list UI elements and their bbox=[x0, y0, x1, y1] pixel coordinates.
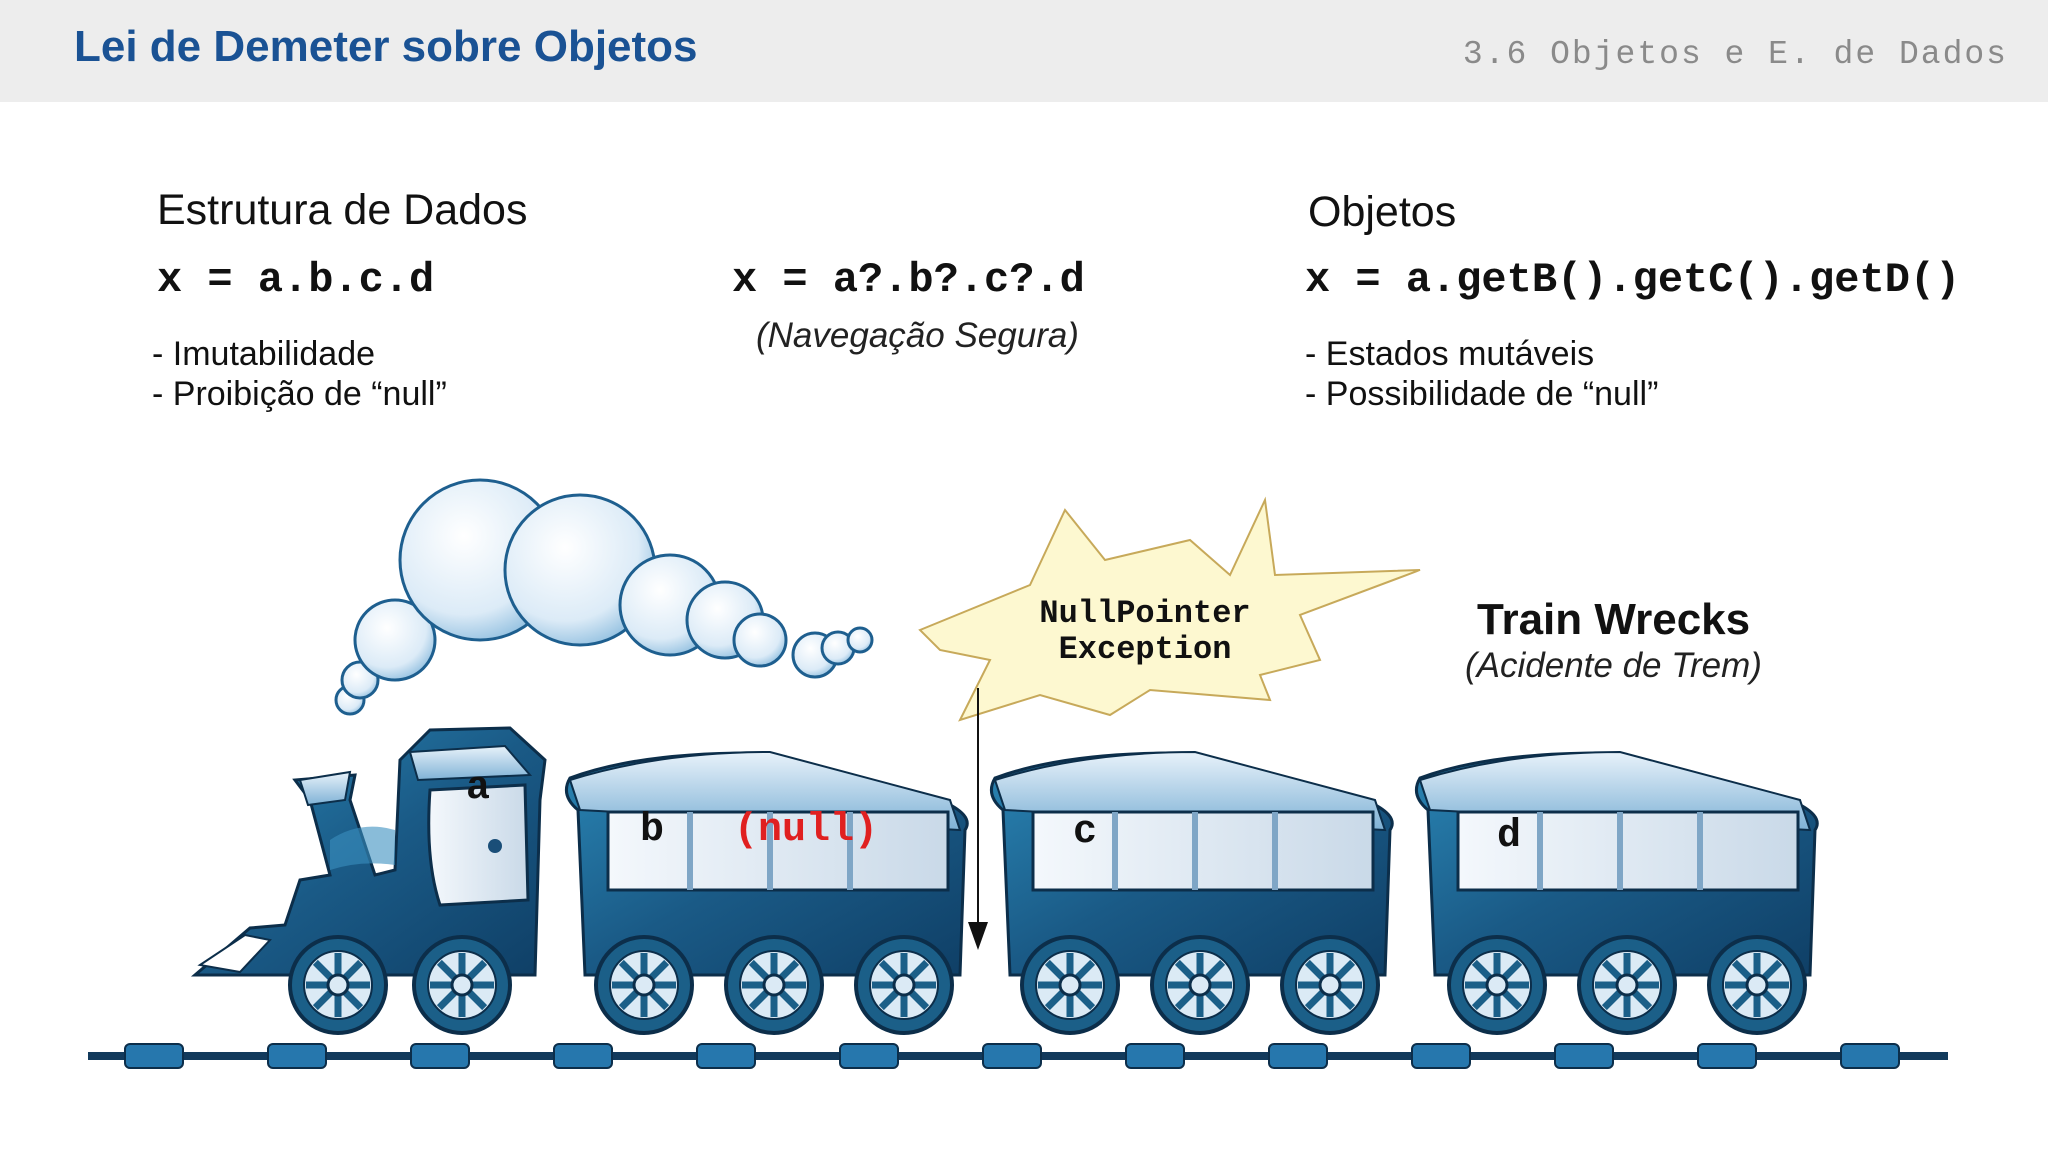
car-label-d: d bbox=[1497, 814, 1522, 859]
wheel bbox=[1280, 935, 1380, 1035]
car-label-null: (null) bbox=[734, 808, 879, 853]
objects-heading: Objetos bbox=[1308, 188, 1457, 236]
rail-ties bbox=[124, 1043, 1900, 1069]
wheel bbox=[1020, 935, 1120, 1035]
objects-bullet-1: - Estados mutáveis bbox=[1305, 335, 1595, 373]
rail-tie bbox=[1268, 1043, 1328, 1069]
train-wrecks-title: Train Wrecks bbox=[1477, 595, 1751, 644]
wheel bbox=[854, 935, 954, 1035]
objects-code: x = a.getB().getC().getD() bbox=[1305, 256, 1961, 304]
car-label-c: c bbox=[1073, 810, 1098, 855]
wheel bbox=[288, 935, 388, 1035]
rail-tie bbox=[696, 1043, 756, 1069]
rail-tie bbox=[982, 1043, 1042, 1069]
safe-navigation-caption: (Navegação Segura) bbox=[756, 316, 1079, 355]
rail-tie bbox=[839, 1043, 899, 1069]
train-wrecks-subtitle: (Acidente de Trem) bbox=[1465, 646, 1762, 685]
locomotive bbox=[190, 726, 547, 977]
wheel bbox=[1707, 935, 1807, 1035]
explosion-line-1: NullPointer bbox=[1039, 595, 1251, 632]
rail-tie bbox=[410, 1043, 470, 1069]
wheels bbox=[288, 935, 1807, 1035]
rail-tie bbox=[1411, 1043, 1471, 1069]
objects-bullet-2: - Possibilidade de “null” bbox=[1305, 375, 1659, 413]
safe-navigation-code: x = a?.b?.c?.d bbox=[732, 256, 1085, 304]
wagon-d bbox=[1414, 750, 1819, 977]
wheel bbox=[1577, 935, 1677, 1035]
rail-tie bbox=[1697, 1043, 1757, 1069]
rail-tie bbox=[1125, 1043, 1185, 1069]
explosion-line-2: Exception bbox=[1058, 631, 1232, 668]
rail-tie bbox=[267, 1043, 327, 1069]
wheel bbox=[594, 935, 694, 1035]
data-structure-heading: Estrutura de Dados bbox=[157, 186, 528, 234]
rail-tie bbox=[124, 1043, 184, 1069]
wagon-b bbox=[564, 750, 969, 977]
smoke-cloud bbox=[334, 478, 874, 716]
header-bar: Lei de Demeter sobre Objetos 3.6 Objetos… bbox=[0, 0, 2048, 102]
rail-tie bbox=[1554, 1043, 1614, 1069]
data-structure-bullet-1: - Imutabilidade bbox=[152, 335, 376, 373]
wheel bbox=[412, 935, 512, 1035]
section-label: 3.6 Objetos e E. de Dados bbox=[1462, 36, 2008, 73]
wheel bbox=[724, 935, 824, 1035]
slide-title: Lei de Demeter sobre Objetos bbox=[74, 22, 698, 71]
rail-tie bbox=[553, 1043, 613, 1069]
nullpointer-explosion bbox=[918, 496, 1421, 722]
car-label-a: a bbox=[466, 766, 491, 811]
data-structure-code: x = a.b.c.d bbox=[157, 256, 435, 304]
rail-tie bbox=[1840, 1043, 1900, 1069]
wheel bbox=[1447, 935, 1547, 1035]
wagon-c bbox=[989, 750, 1394, 977]
wheel bbox=[1150, 935, 1250, 1035]
null-arrow bbox=[968, 688, 988, 950]
data-structure-bullet-2: - Proibição de “null” bbox=[152, 375, 447, 413]
car-label-b: b bbox=[640, 808, 665, 853]
nullpointer-exception-label: NullPointer Exception bbox=[1015, 596, 1275, 668]
